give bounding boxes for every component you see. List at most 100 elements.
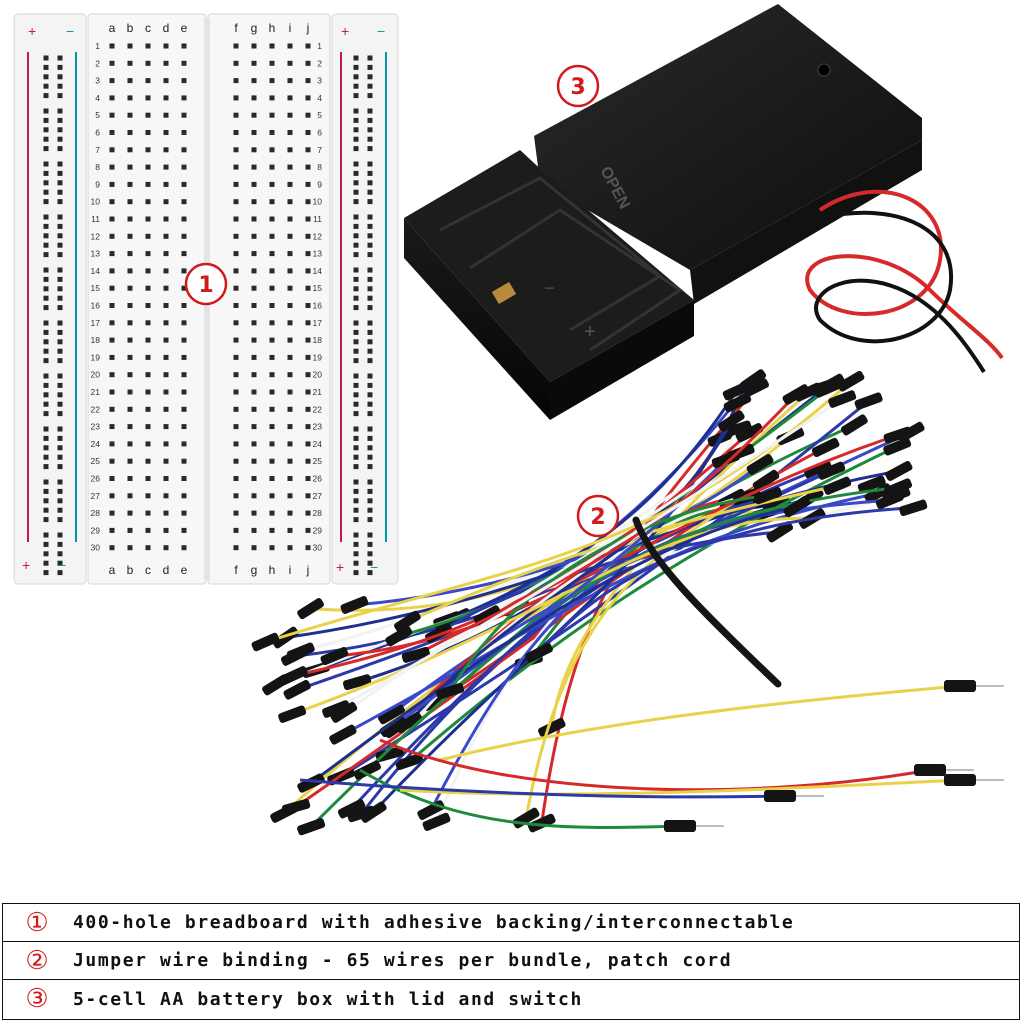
rail-hole bbox=[353, 464, 359, 470]
battery-lid-front bbox=[690, 140, 922, 304]
rail-hole bbox=[367, 74, 373, 80]
breadboard-hole bbox=[109, 493, 115, 499]
rail-hole bbox=[367, 435, 373, 441]
breadboard-hole bbox=[305, 493, 311, 499]
rail-hole bbox=[367, 267, 373, 273]
breadboard-hole bbox=[269, 441, 275, 447]
breadboard-hole bbox=[127, 95, 133, 101]
row-number-right: 1 bbox=[317, 41, 322, 51]
row-number-right: 26 bbox=[313, 474, 323, 484]
rail-hole bbox=[367, 199, 373, 205]
column-letter-top: f bbox=[234, 21, 238, 35]
breadboard-hole bbox=[305, 320, 311, 326]
row-number-left: 22 bbox=[91, 404, 101, 414]
rail-hole bbox=[57, 161, 63, 167]
jumper-connector bbox=[752, 469, 780, 492]
breadboard-hole bbox=[251, 441, 257, 447]
row-number-right: 25 bbox=[313, 456, 323, 466]
breadboard-hole bbox=[109, 78, 115, 84]
jumper-connector bbox=[722, 381, 751, 401]
badge-2-label: 2 bbox=[590, 505, 605, 530]
rail-hole bbox=[353, 180, 359, 186]
breadboard-hole bbox=[181, 60, 187, 66]
breadboard-hole bbox=[305, 60, 311, 66]
breadboard-hole bbox=[181, 493, 187, 499]
breadboard-hole bbox=[251, 199, 257, 205]
rail-hole bbox=[43, 560, 49, 566]
row-number-left: 3 bbox=[95, 76, 100, 86]
jumper-connector bbox=[337, 799, 366, 819]
row-number-right: 18 bbox=[313, 335, 323, 345]
breadboard-hole bbox=[109, 199, 115, 205]
rail-hole bbox=[43, 392, 49, 398]
breadboard-hole bbox=[163, 285, 169, 291]
breadboard-hole bbox=[251, 164, 257, 170]
breadboard-hole bbox=[251, 78, 257, 84]
rail-hole bbox=[353, 551, 359, 557]
breadboard-hole bbox=[181, 181, 187, 187]
rail-hole bbox=[57, 189, 63, 195]
breadboard-hole bbox=[233, 60, 239, 66]
breadboard-hole bbox=[127, 510, 133, 516]
jumper-connector bbox=[776, 426, 805, 446]
breadboard-hole bbox=[233, 233, 239, 239]
breadboard-hole bbox=[163, 354, 169, 360]
jumper-connector bbox=[723, 420, 752, 438]
breadboard-hole bbox=[287, 147, 293, 153]
rail-hole bbox=[353, 108, 359, 114]
breadboard-hole bbox=[269, 510, 275, 516]
breadboard-hole bbox=[145, 285, 151, 291]
breadboard-hole bbox=[127, 251, 133, 257]
breadboard-hole bbox=[287, 164, 293, 170]
battery-plus-mark: + bbox=[584, 321, 596, 343]
battery-black-wire bbox=[814, 210, 986, 374]
jumper-connector bbox=[360, 801, 387, 823]
breadboard-hole bbox=[251, 320, 257, 326]
rail-hole bbox=[367, 551, 373, 557]
row-number-right: 10 bbox=[313, 197, 323, 207]
breadboard-hole bbox=[233, 147, 239, 153]
jumper-connector bbox=[353, 760, 381, 780]
breadboard-hole bbox=[145, 354, 151, 360]
breadboard-hole bbox=[269, 164, 275, 170]
breadboard-hole bbox=[251, 406, 257, 412]
breadboard-hole bbox=[305, 147, 311, 153]
rail-hole bbox=[353, 435, 359, 441]
rail-hole bbox=[367, 242, 373, 248]
breadboard-hole bbox=[109, 320, 115, 326]
row-number-left: 6 bbox=[95, 128, 100, 138]
breadboard-hole bbox=[233, 251, 239, 257]
breadboard-hole bbox=[127, 354, 133, 360]
row-number-left: 19 bbox=[91, 352, 101, 362]
breadboard-hole bbox=[163, 251, 169, 257]
rail-hole bbox=[353, 189, 359, 195]
caption-row-2: ② Jumper wire binding - 65 wires per bun… bbox=[3, 942, 1019, 980]
jumper-connector bbox=[804, 460, 832, 479]
breadboard-hole bbox=[145, 251, 151, 257]
rail-hole bbox=[43, 435, 49, 441]
caption-number-2: ② bbox=[25, 945, 49, 976]
breadboard-hole bbox=[233, 441, 239, 447]
breadboard-hole bbox=[269, 406, 275, 412]
breadboard-hole bbox=[287, 216, 293, 222]
breadboard-hole bbox=[287, 95, 293, 101]
jumper-connector bbox=[340, 596, 369, 614]
breadboard-hole bbox=[145, 406, 151, 412]
column-letter-bottom: g bbox=[251, 563, 258, 577]
breadboard-hole bbox=[145, 233, 151, 239]
breadboard-hole bbox=[145, 303, 151, 308]
breadboard-hole bbox=[305, 510, 311, 516]
rail-hole bbox=[57, 214, 63, 220]
row-number-left: 17 bbox=[91, 318, 101, 328]
rail-hole bbox=[43, 223, 49, 229]
breadboard-hole bbox=[127, 406, 133, 412]
column-letter-top: g bbox=[251, 21, 258, 35]
rail-hole bbox=[367, 426, 373, 432]
loose-jumper-wire bbox=[359, 768, 681, 829]
breadboard-hole bbox=[181, 285, 187, 291]
rail-hole bbox=[43, 74, 49, 80]
row-number-right: 15 bbox=[313, 283, 323, 293]
rail-hole bbox=[43, 401, 49, 407]
breadboard-hole bbox=[109, 43, 115, 49]
rail-hole bbox=[43, 108, 49, 114]
